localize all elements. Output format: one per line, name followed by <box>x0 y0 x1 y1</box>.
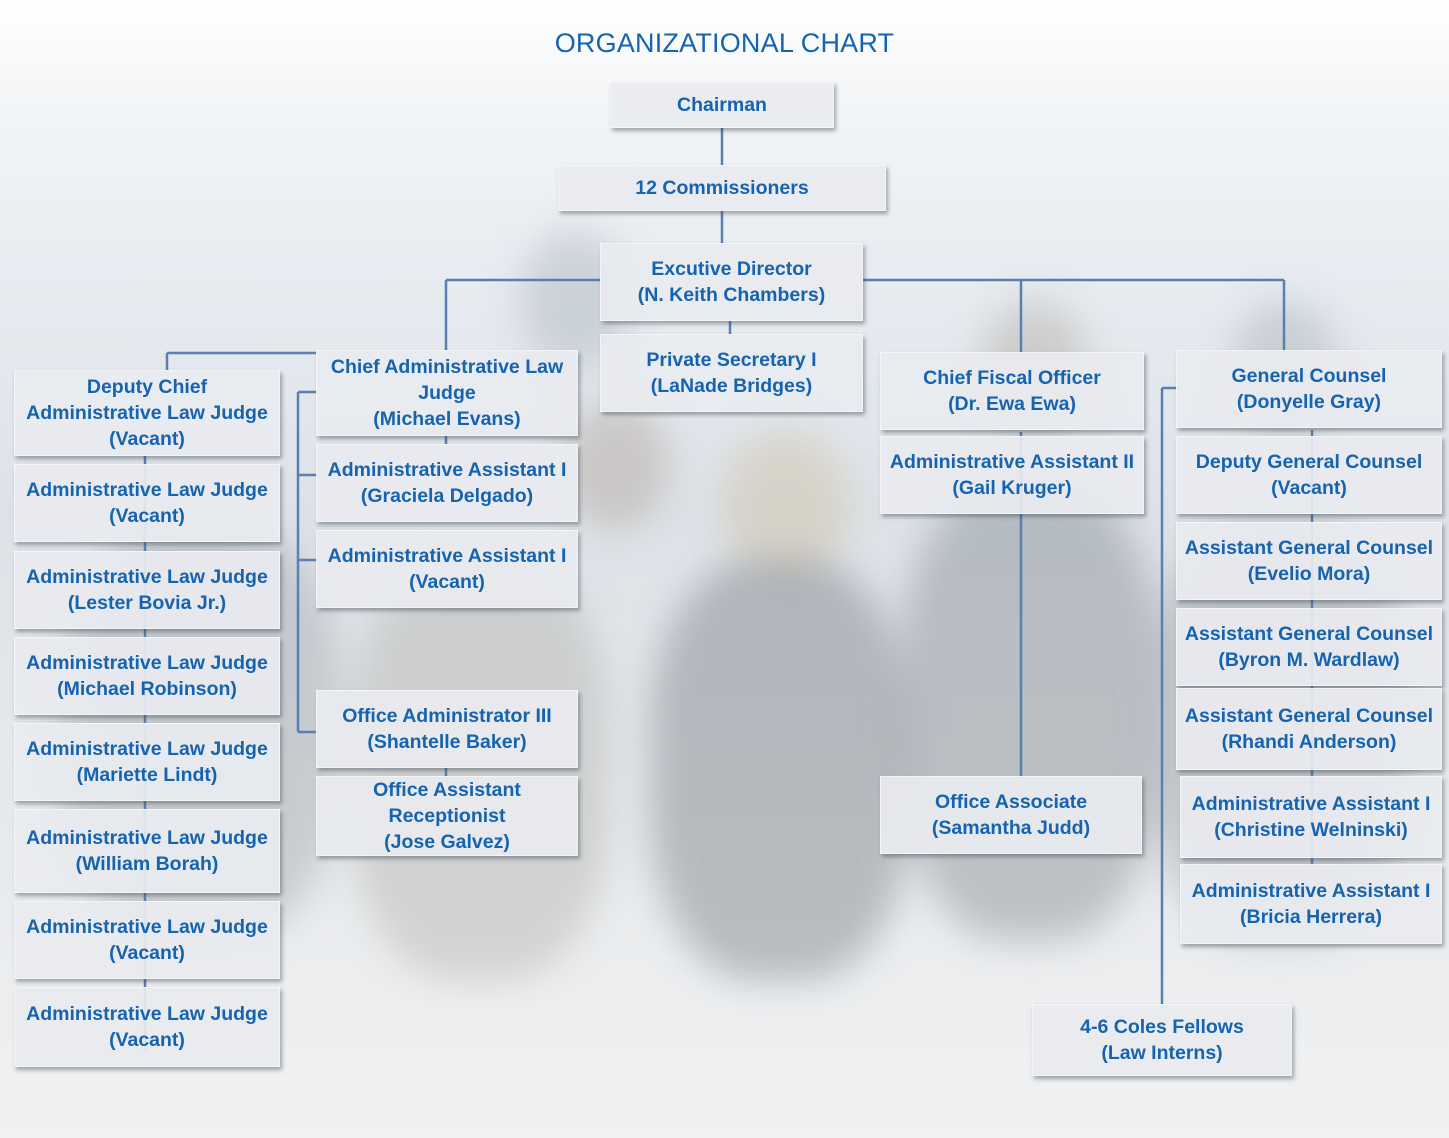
node-line: (Donyelle Gray) <box>1236 391 1382 413</box>
node-line: Deputy General Counsel <box>1195 451 1423 473</box>
node-line: Administrative Law Judge <box>26 827 268 849</box>
node-line: (Vacant) <box>1271 477 1347 499</box>
node-private-secretary: Private Secretary I (LaNade Bridges) <box>600 334 863 412</box>
node-line: Assistant General Counsel <box>1184 537 1434 559</box>
node-line: (Vacant) <box>109 505 185 527</box>
node-agc-wardlaw: Assistant General Counsel (Byron M. Ward… <box>1176 608 1442 686</box>
node-line: Receptionist <box>388 805 506 827</box>
node-line: Administrative Assistant I <box>327 459 567 481</box>
node-line: Administrative Assistant I <box>1191 793 1431 815</box>
node-line: Excutive Director <box>651 258 812 280</box>
node-executive-director: Excutive Director (N. Keith Chambers) <box>600 243 863 321</box>
node-line: (Lester Bovia Jr.) <box>67 592 227 614</box>
node-line: 12 Commissioners <box>635 177 809 199</box>
node-line: (Law Interns) <box>1101 1042 1223 1064</box>
node-line: Administrative Law Judge <box>26 738 268 760</box>
node-line: Administrative Law Judge <box>26 1003 268 1025</box>
node-line: (Samantha Judd) <box>931 817 1091 839</box>
node-agc-mora: Assistant General Counsel (Evelio Mora) <box>1176 522 1442 600</box>
node-line: (Vacant) <box>109 942 185 964</box>
node-line: Administrative Law Judge <box>26 916 268 938</box>
node-admin-asst-vacant: Administrative Assistant I (Vacant) <box>316 530 578 608</box>
node-line: (Evelio Mora) <box>1247 563 1371 585</box>
node-line: (Bricia Herrera) <box>1240 906 1382 928</box>
node-office-admin: Office Administrator III (Shantelle Bake… <box>316 690 578 768</box>
node-line: (Christine Welninski) <box>1214 819 1408 841</box>
node-office-assistant-receptionist: Office Assistant Receptionist (Jose Galv… <box>316 776 578 856</box>
node-line: Assistant General Counsel <box>1184 623 1434 645</box>
node-line: Chief Administrative Law <box>330 356 564 378</box>
node-line: General Counsel <box>1231 365 1387 387</box>
node-alj-6: Administrative Law Judge (Vacant) <box>14 901 280 979</box>
node-alj-1: Administrative Law Judge (Vacant) <box>14 464 280 542</box>
node-line: Chairman <box>677 94 767 116</box>
node-line: Administrative Law Judge <box>26 566 268 588</box>
node-line: (William Borah) <box>75 853 219 875</box>
node-chief-fiscal-officer: Chief Fiscal Officer (Dr. Ewa Ewa) <box>880 352 1144 430</box>
node-line: (Vacant) <box>109 1029 185 1051</box>
node-line: Administrative Law Judge <box>26 479 268 501</box>
node-deputy-chief-alj: Deputy Chief Administrative Law Judge (V… <box>14 370 280 456</box>
node-chairman: Chairman <box>610 82 834 128</box>
node-admin-asst-delgado: Administrative Assistant I (Graciela Del… <box>316 444 578 522</box>
node-alj-4: Administrative Law Judge (Mariette Lindt… <box>14 723 280 801</box>
node-alj-7: Administrative Law Judge (Vacant) <box>14 987 280 1067</box>
node-line: Private Secretary I <box>646 349 817 371</box>
node-admin-asst-herrera: Administrative Assistant I (Bricia Herre… <box>1180 864 1442 944</box>
node-line: (Gail Kruger) <box>952 477 1072 499</box>
node-line: Administrative Law Judge <box>26 652 268 674</box>
node-admin-asst-kruger: Administrative Assistant II (Gail Kruger… <box>880 436 1144 514</box>
node-line: (Vacant) <box>109 428 185 450</box>
node-agc-anderson: Assistant General Counsel (Rhandi Anders… <box>1176 688 1442 770</box>
node-line: Office Associate <box>934 791 1088 813</box>
node-line: (Mariette Lindt) <box>76 764 218 786</box>
node-line: Deputy Chief <box>86 376 208 398</box>
node-chief-alj: Chief Administrative Law Judge (Michael … <box>316 350 578 436</box>
node-line: Assistant General Counsel <box>1184 705 1434 727</box>
node-line: Administrative Assistant I <box>327 545 567 567</box>
node-line: (Byron M. Wardlaw) <box>1218 649 1400 671</box>
node-line: (Rhandi Anderson) <box>1221 731 1397 753</box>
node-line: (N. Keith Chambers) <box>637 284 826 306</box>
node-alj-3: Administrative Law Judge (Michael Robins… <box>14 637 280 715</box>
node-admin-asst-welninski: Administrative Assistant I (Christine We… <box>1180 776 1442 858</box>
node-line: Chief Fiscal Officer <box>923 367 1101 389</box>
node-deputy-general-counsel: Deputy General Counsel (Vacant) <box>1176 436 1442 514</box>
node-line: (Graciela Delgado) <box>360 485 534 507</box>
node-line: Administrative Law Judge <box>26 402 268 424</box>
node-alj-5: Administrative Law Judge (William Borah) <box>14 809 280 893</box>
node-alj-2: Administrative Law Judge (Lester Bovia J… <box>14 551 280 629</box>
node-line: (Shantelle Baker) <box>367 731 527 753</box>
chart-title: ORGANIZATIONAL CHART <box>554 28 895 58</box>
node-line: (Jose Galvez) <box>384 831 510 853</box>
node-line: Office Administrator III <box>342 705 552 727</box>
node-coles-fellows: 4-6 Coles Fellows (Law Interns) <box>1032 1004 1292 1076</box>
node-line: 4-6 Coles Fellows <box>1080 1016 1244 1038</box>
node-line: (LaNade Bridges) <box>650 375 813 397</box>
node-line: (Michael Robinson) <box>57 678 237 700</box>
node-line: Office Assistant <box>373 779 521 801</box>
node-line: (Michael Evans) <box>373 408 521 430</box>
node-general-counsel: General Counsel (Donyelle Gray) <box>1176 350 1442 428</box>
node-commissioners: 12 Commissioners <box>558 165 886 211</box>
node-line: (Vacant) <box>409 571 485 593</box>
node-line: Administrative Assistant I <box>1191 880 1431 902</box>
node-line: Administrative Assistant II <box>889 451 1135 473</box>
node-line: (Dr. Ewa Ewa) <box>948 393 1076 415</box>
node-line: Judge <box>418 382 476 404</box>
node-office-associate: Office Associate (Samantha Judd) <box>880 776 1142 854</box>
